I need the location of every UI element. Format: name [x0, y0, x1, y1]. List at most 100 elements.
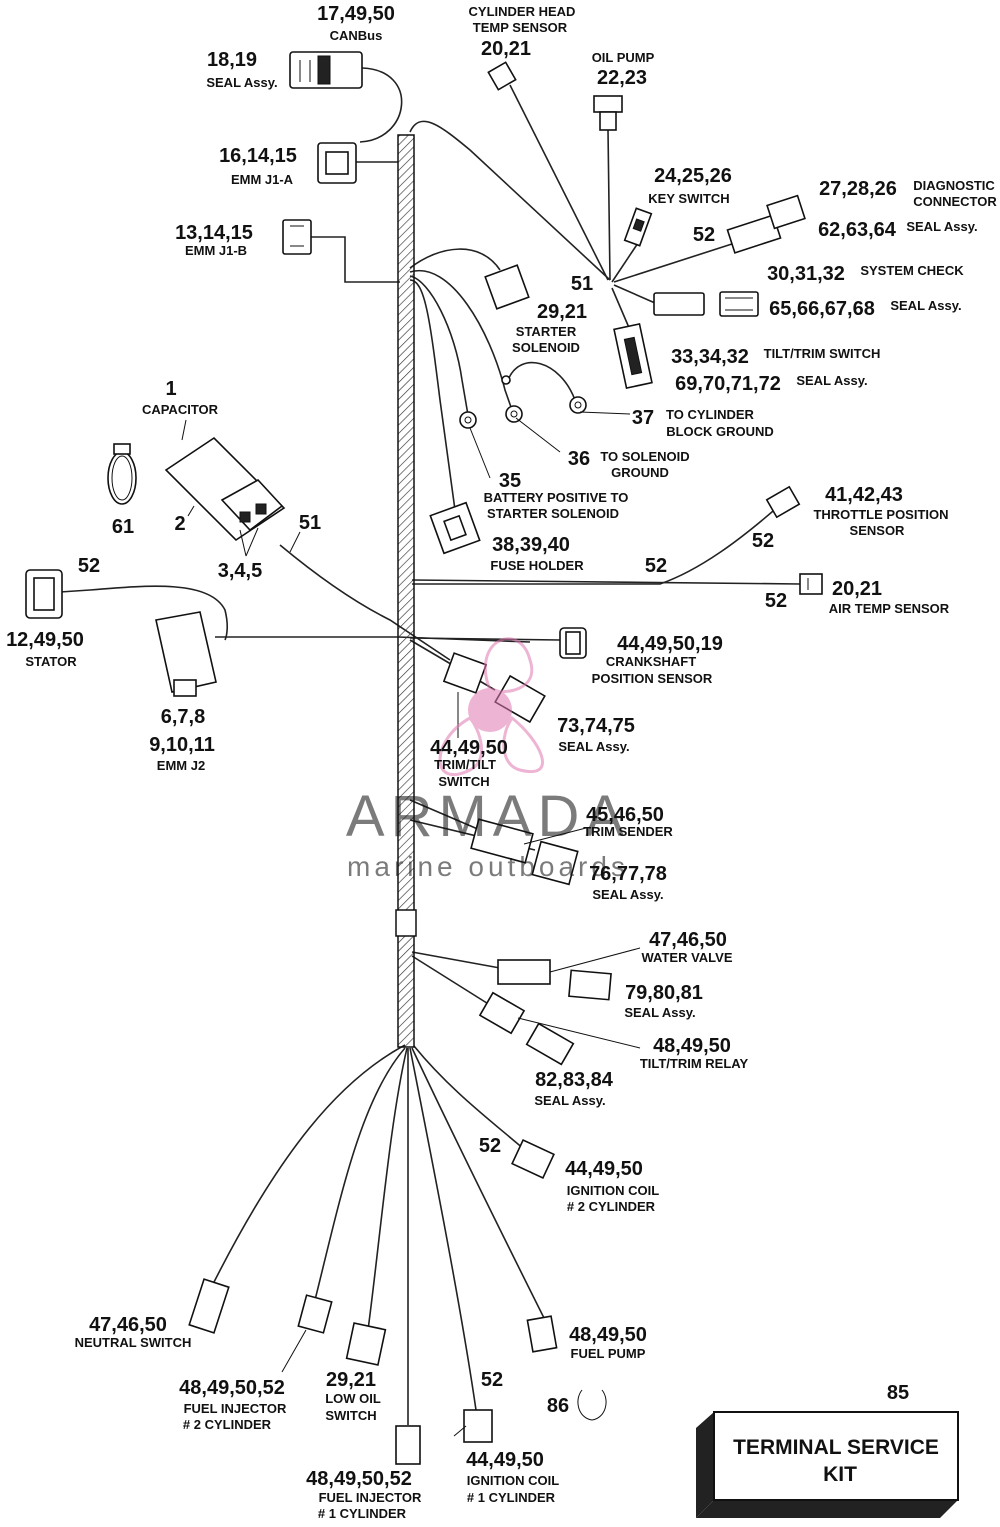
connector-throttle-position — [765, 485, 801, 519]
label-starter-1: STARTER — [516, 324, 577, 339]
label-kit-num: 85 — [887, 1382, 909, 1404]
label-inj1-1: FUEL INJECTOR — [319, 1490, 422, 1505]
label-ground2-1: TO SOLENOID — [600, 449, 689, 464]
label-emmj1a: EMM J1-A — [231, 172, 294, 187]
connector-key-switch — [623, 207, 653, 247]
label-inj1-2: # 1 CYLINDER — [318, 1506, 407, 1521]
label-crank-num: 44,49,50,19 — [617, 633, 723, 655]
connector-cylinder-head-temp — [487, 61, 517, 91]
label-inj2-1: FUEL INJECTOR — [184, 1401, 287, 1416]
connector-stator — [25, 569, 63, 619]
label-ground2-2: GROUND — [611, 465, 669, 480]
label-seal79-num: 79,80,81 — [625, 982, 703, 1004]
connector-fuel-injector-2 — [297, 1294, 333, 1334]
label-air: AIR TEMP SENSOR — [829, 601, 950, 616]
label-oil: OIL PUMP — [592, 50, 655, 65]
label-emmj1b-num: 13,14,15 — [175, 222, 253, 244]
label-36: 36 — [568, 448, 590, 470]
label-tiltseal: SEAL Assy. — [796, 373, 867, 388]
connector-fuel-injector-1 — [395, 1425, 421, 1465]
label-stator-num: 12,49,50 — [6, 629, 84, 651]
label-trimtilt-num: 44,49,50 — [430, 737, 508, 759]
label-trimtilt-1: TRIM/TILT — [434, 757, 496, 772]
label-emmj1b: EMM J1-B — [185, 243, 247, 258]
label-seal73-num: 73,74,75 — [557, 715, 635, 737]
labels: 17,49,50 CANBus 18,19 SEAL Assy. 16,14,1… — [6, 3, 997, 1521]
connector-tilt-trim-switch — [613, 323, 653, 389]
watermark-title: ARMADA — [346, 784, 630, 849]
label-ground1-1: TO CYLINDER — [666, 407, 754, 422]
label-sysseal-num: 65,66,67,68 — [769, 298, 875, 320]
label-61: 61 — [112, 516, 134, 538]
label-emmj1a-num: 16,14,15 — [219, 145, 297, 167]
label-seal76: SEAL Assy. — [592, 887, 663, 902]
connector-trim-tilt — [442, 652, 546, 724]
label-seal79: SEAL Assy. — [624, 1005, 695, 1020]
connector-oil-pump — [593, 95, 623, 131]
label-diagseal: SEAL Assy. — [906, 219, 977, 234]
label-coil2-1: IGNITION COIL — [567, 1183, 660, 1198]
label-air-num: 20,21 — [832, 578, 882, 600]
label-kit-2: KIT — [823, 1463, 857, 1486]
hose-clamp — [107, 443, 137, 505]
label-water: WATER VALVE — [642, 950, 733, 965]
label-sys: SYSTEM CHECK — [860, 263, 964, 278]
label-tps-num: 41,42,43 — [825, 484, 903, 506]
label-inj1-num: 48,49,50,52 — [306, 1468, 412, 1490]
label-neutral-num: 47,46,50 — [89, 1314, 167, 1336]
connector-canbus — [289, 51, 363, 89]
label-fuelpump: FUEL PUMP — [571, 1346, 646, 1361]
label-lowoil-1: LOW OIL — [325, 1391, 381, 1406]
label-345: 3,4,5 — [218, 560, 262, 582]
connector-low-oil — [345, 1322, 387, 1366]
label-emmj2-num1: 6,7,8 — [161, 706, 205, 728]
label-lowoil-2: SWITCH — [325, 1408, 376, 1423]
label-tilt: TILT/TRIM SWITCH — [764, 346, 881, 361]
label-cht-1: CYLINDER HEAD — [469, 4, 576, 19]
label-52-coil2: 52 — [479, 1135, 501, 1157]
label-coil1-num: 44,49,50 — [466, 1449, 544, 1471]
connector-emm-j1-b — [282, 219, 312, 255]
label-52-coil1: 52 — [481, 1369, 503, 1391]
label-35: 35 — [499, 470, 521, 492]
watermark-subtitle: marine outboards — [347, 851, 629, 882]
label-starter-num: 29,21 — [537, 301, 587, 323]
label-diagseal-num: 62,63,64 — [818, 219, 897, 241]
clip-86 — [577, 1389, 607, 1421]
label-emmj2: EMM J2 — [157, 758, 205, 773]
leader-lines — [181, 411, 641, 1437]
label-neutral: NEUTRAL SWITCH — [75, 1335, 192, 1350]
label-tps-1: THROTTLE POSITION — [813, 507, 948, 522]
label-crank-2: POSITION SENSOR — [592, 671, 713, 686]
label-sys-num: 30,31,32 — [767, 263, 845, 285]
label-seal73: SEAL Assy. — [558, 739, 629, 754]
watermark: ARMADA marine outboards — [346, 637, 630, 882]
label-diag-1: DIAGNOSTIC — [913, 178, 995, 193]
connector-diagnostic — [726, 194, 806, 254]
label-cht-num: 20,21 — [481, 38, 531, 60]
label-trimsend-num: 45,46,50 — [586, 804, 664, 826]
label-fuse: FUSE HOLDER — [490, 558, 584, 573]
connector-ignition-coil-2 — [511, 1138, 555, 1180]
label-fuse-num: 38,39,40 — [492, 534, 570, 556]
connector-emm-j2 — [155, 611, 217, 697]
label-water-num: 47,46,50 — [649, 929, 727, 951]
label-sysseal: SEAL Assy. — [890, 298, 961, 313]
label-seal82: SEAL Assy. — [534, 1093, 605, 1108]
label-seal1: SEAL Assy. — [206, 75, 277, 90]
label-stator: STATOR — [25, 654, 77, 669]
label-37: 37 — [632, 407, 654, 429]
ring-terminals — [459, 375, 587, 429]
label-52-tps: 52 — [752, 530, 774, 552]
label-tps-2: SENSOR — [850, 523, 906, 538]
label-2: 2 — [174, 513, 185, 535]
label-coil2-2: # 2 CYLINDER — [567, 1199, 656, 1214]
label-cap: CAPACITOR — [142, 402, 219, 417]
label-cht-2: TEMP SENSOR — [473, 20, 568, 35]
label-kit-1: TERMINAL SERVICE — [733, 1436, 939, 1459]
label-relay-num: 48,49,50 — [653, 1035, 731, 1057]
label-trimtilt-2: SWITCH — [438, 774, 489, 789]
label-cap-num: 1 — [165, 378, 176, 400]
label-inj2-2: # 2 CYLINDER — [183, 1417, 272, 1432]
trunk-clip — [395, 909, 417, 937]
